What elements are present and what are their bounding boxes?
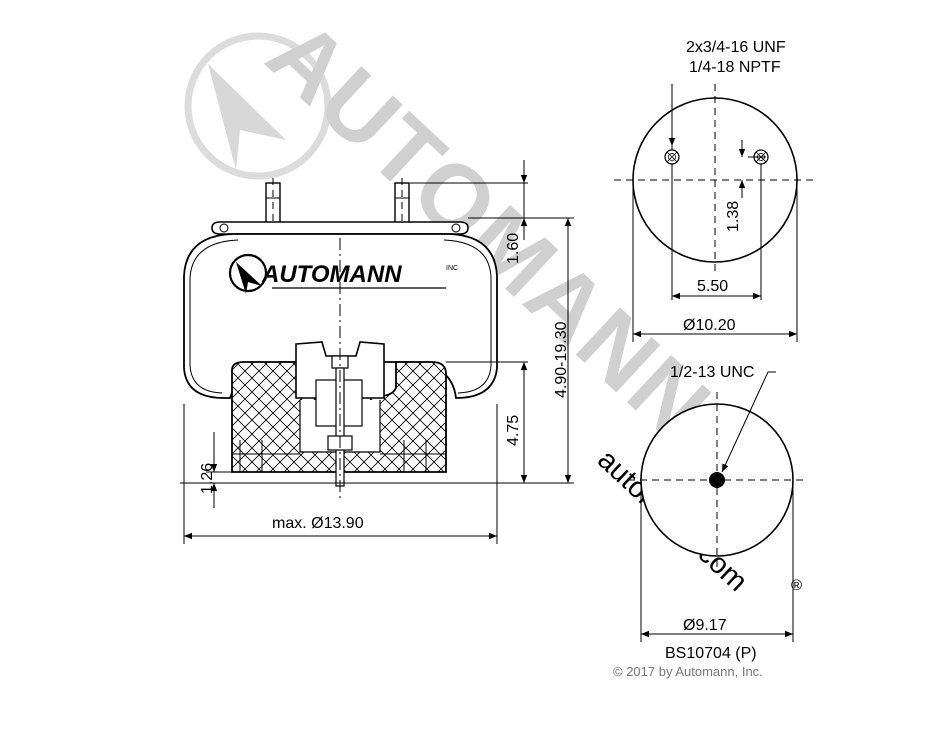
side-view: AUTOMANN INC 1.60 4.90-19.30 [180, 160, 574, 544]
dim-height-range: 4.90-19.30 [553, 321, 570, 398]
callout-bottom-thread: 1/2-13 UNC [670, 364, 754, 381]
part-number: BS10704 (P) [665, 645, 757, 662]
piston-ribs [239, 440, 427, 472]
bottom-thread-leader [721, 371, 776, 473]
stud-hole-left-icon [664, 149, 680, 165]
top-view: 1.38 5.50 Ø10.20 2x3/4-16 UNF 1/4-18 NPT… [614, 39, 816, 342]
bead-crimp-right [451, 223, 461, 233]
logo-suffix: INC [446, 265, 458, 272]
dim-bottom-diameter: Ø9.17 [683, 617, 727, 634]
bottom-view: 1/2-13 UNC Ø9.17 BS10704 (P) © 2017 by A… [613, 364, 806, 679]
callout-thread-line2: 1/4-18 NPTF [689, 59, 781, 76]
watermark-arrow-icon [208, 64, 286, 170]
watermark-registered: ® [791, 577, 802, 594]
dim-piston-height: 4.75 [505, 415, 522, 446]
dim-top-plate-diameter: Ø10.20 [683, 317, 736, 334]
center-thread-hole-icon [709, 472, 725, 488]
bead-plate [211, 221, 469, 235]
callout-thread-line1: 2x3/4-16 UNF [686, 39, 786, 56]
product-logo: AUTOMANN INC [228, 253, 458, 294]
logo-ring [228, 253, 268, 293]
dim-stud-horizontal: 5.50 [697, 278, 728, 295]
dim-max-diameter: max. Ø13.90 [272, 515, 364, 532]
bellows-inner-left [189, 239, 239, 394]
logo-arrow-icon [236, 262, 262, 294]
dim-top-height: 1.60 [505, 233, 522, 264]
copyright: © 2017 by Automann, Inc. [613, 664, 763, 679]
watermark-ring [184, 32, 332, 180]
bellows-inner-right [443, 239, 492, 394]
logo-text: AUTOMANN [261, 261, 402, 288]
dim-stud-vertical: 1.38 [725, 201, 742, 232]
dim-base-height: 1.26 [199, 463, 216, 494]
bead-crimp-left [219, 223, 229, 233]
